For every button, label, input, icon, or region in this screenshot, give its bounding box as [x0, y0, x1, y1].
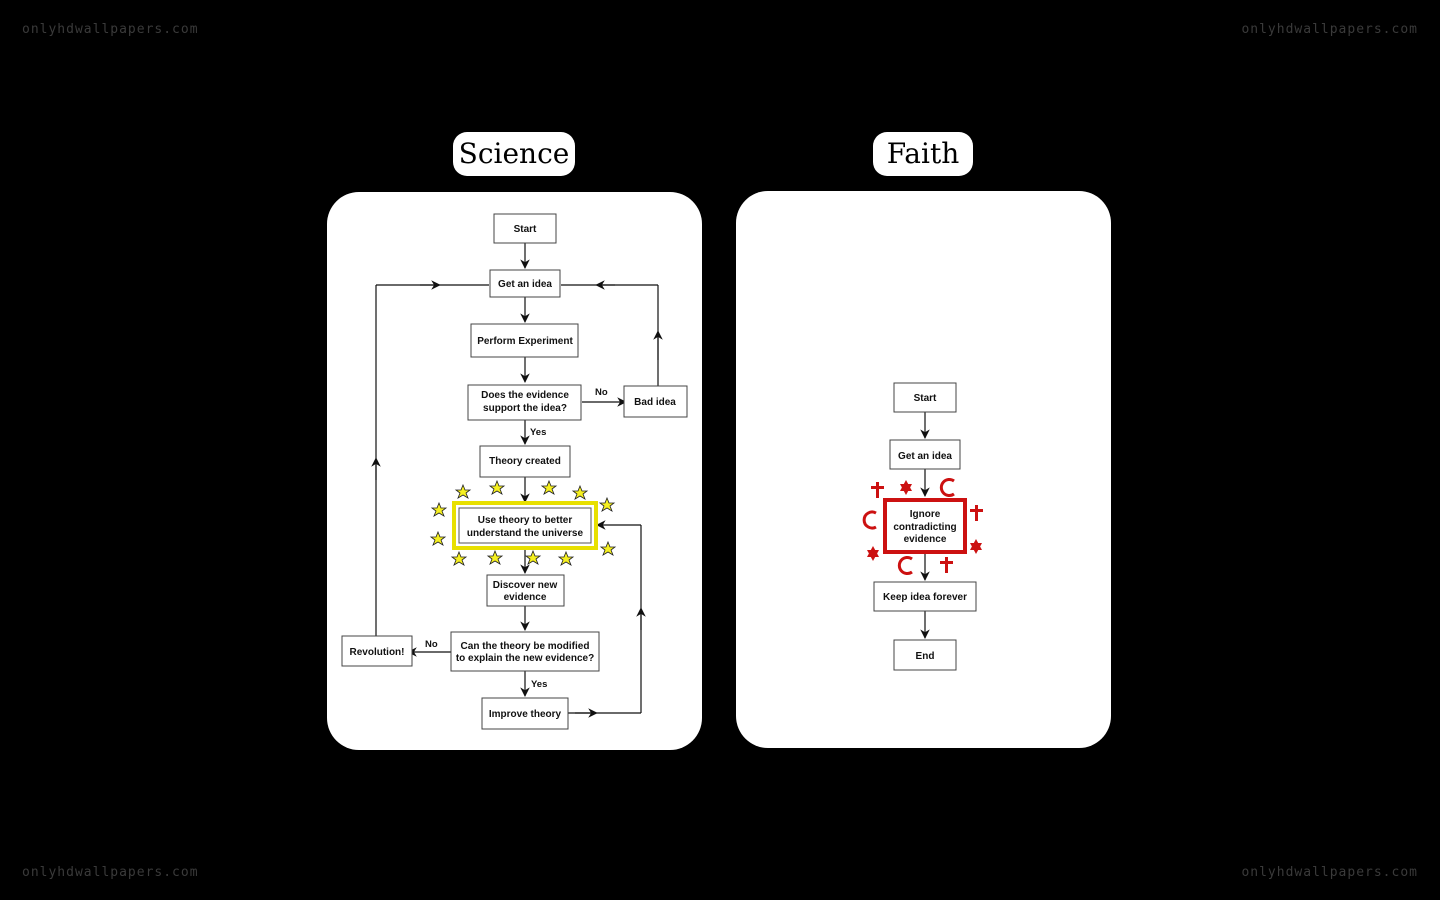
science-revolution-box [341, 635, 413, 667]
faith-ignore-line1: Ignore [910, 509, 941, 520]
science-flowchart [371, 243, 663, 718]
science-discover-line1: Discover new [493, 580, 558, 591]
star-of-david-icon [970, 539, 982, 554]
star-of-david-icon [867, 546, 879, 561]
faith-start-box [893, 382, 957, 413]
faith-symbols [867, 480, 983, 573]
star-icon [454, 483, 472, 499]
star-icon [486, 549, 504, 565]
star-icon [571, 484, 589, 500]
faith-ignore-box [883, 498, 967, 554]
star-icon [429, 530, 447, 546]
faith-ignore-line2: contradicting [893, 522, 956, 533]
science-no-label-2: No [425, 639, 438, 650]
star-icon [598, 496, 616, 512]
science-improve-label: Improve theory [489, 709, 562, 720]
science-bad-idea-box [623, 385, 688, 418]
science-use-theory-line1: Use theory to better [478, 515, 573, 526]
science-experiment-box [470, 323, 579, 358]
star-icon [430, 501, 448, 517]
science-discover-box [486, 574, 565, 607]
science-bad-idea-label: Bad idea [634, 397, 676, 408]
crescent-icon [897, 556, 913, 575]
watermark-bottom-right: onlyhdwallpapers.com [1241, 865, 1418, 880]
science-idea-label: Get an idea [498, 279, 552, 290]
science-no-label-1: No [595, 387, 608, 398]
faith-idea-label: Get an idea [898, 451, 952, 462]
science-idea-box [489, 269, 561, 298]
crescent-icon [939, 478, 955, 497]
science-modify-question-box [450, 631, 600, 672]
science-theory-box [479, 445, 571, 478]
star-of-david-icon [900, 480, 912, 495]
science-evidence-question-line1: Does the evidence [481, 390, 569, 401]
watermark-top-left: onlyhdwallpapers.com [22, 22, 199, 37]
science-modify-question-line1: Can the theory be modified [461, 641, 590, 652]
science-use-theory-box [452, 501, 598, 550]
science-revolution-label: Revolution! [350, 647, 405, 658]
watermark-top-right: onlyhdwallpapers.com [1241, 22, 1418, 37]
science-title: Science [453, 132, 575, 176]
faith-ignore-line3: evidence [904, 534, 947, 545]
science-start-label: Start [514, 224, 537, 235]
science-improve-box [481, 697, 569, 730]
science-stars [429, 479, 617, 566]
star-icon [524, 549, 542, 565]
star-icon [599, 540, 617, 556]
star-icon [557, 550, 575, 566]
faith-end-label: End [916, 651, 935, 662]
science-evidence-question-line2: support the idea? [483, 403, 567, 414]
science-modify-question-line2: to explain the new evidence? [456, 653, 594, 664]
science-theory-label: Theory created [489, 456, 561, 467]
science-discover-line2: evidence [504, 592, 547, 603]
cross-icon [871, 482, 884, 498]
faith-keep-label: Keep idea forever [883, 592, 967, 603]
science-yes-label-1: Yes [530, 427, 546, 438]
star-icon [488, 479, 506, 495]
faith-idea-box [889, 439, 961, 470]
cross-icon [940, 557, 953, 573]
science-yes-label-2: Yes [531, 679, 547, 690]
faith-end-box [893, 639, 957, 671]
cross-icon [970, 505, 983, 521]
star-icon [540, 479, 558, 495]
science-experiment-label: Perform Experiment [477, 336, 573, 347]
watermark-bottom-left: onlyhdwallpapers.com [22, 865, 199, 880]
science-start-box [493, 213, 557, 244]
science-use-theory-line2: understand the universe [467, 528, 584, 539]
faith-start-label: Start [914, 393, 937, 404]
star-icon [450, 550, 468, 566]
faith-keep-box [873, 581, 977, 612]
science-evidence-question-box [467, 384, 582, 421]
faith-title: Faith [873, 132, 973, 176]
crescent-icon [862, 510, 877, 530]
